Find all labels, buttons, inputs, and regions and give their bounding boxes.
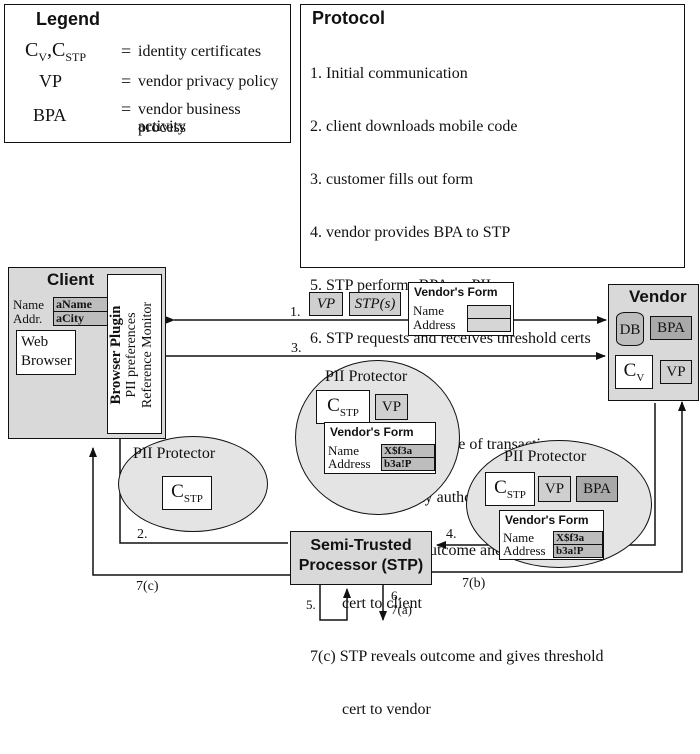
legend-symbol-bpa: BPA	[33, 105, 67, 125]
pii-center-addr-value: b3a!P	[381, 457, 435, 471]
db-label: DB	[619, 322, 641, 338]
pii-right-cert: CSTP	[485, 472, 535, 506]
reference-monitor-label: Reference Monitor	[140, 301, 155, 409]
client-title: Client	[47, 270, 95, 289]
legend-text-bpa-2: activity	[138, 118, 186, 135]
web-browser-box: Web Browser	[16, 330, 76, 375]
stp-label-1: Semi-Trusted	[310, 537, 412, 554]
msg-vendor-form: Vendor's Form Name Address	[408, 282, 514, 336]
msg-form-name: Name	[413, 303, 445, 318]
pii-right-addr-value: b3a!P	[553, 544, 603, 558]
label-2: 2.	[137, 527, 148, 542]
msg-form-title: Vendor's Form	[414, 285, 498, 299]
protocol-step: 7(c) STP reveals outcome and gives thres…	[310, 648, 604, 665]
pii-left-title: PII Protector	[133, 445, 216, 462]
pii-center-form-name: Name	[328, 443, 360, 458]
client-name-label: Name	[13, 297, 45, 312]
protocol-step: 2. client downloads mobile code	[310, 118, 518, 135]
web-browser-label-2: Browser	[21, 353, 72, 369]
label-7a: 7(a)	[391, 602, 412, 617]
arrow-7b	[432, 401, 686, 573]
label-7c: 7(c)	[136, 579, 159, 594]
browser-plugin-title: Browser Plugin	[108, 305, 124, 405]
pii-right-form-name: Name	[503, 530, 535, 545]
pii-right-form: Vendor's Form Name Address X$f3a b3a!P	[499, 510, 604, 560]
msg-stp: STP(s)	[349, 292, 401, 316]
pii-center-vp: VP	[375, 394, 408, 420]
browser-plugin-text: Browser Plugin PII preferences Reference…	[108, 275, 163, 435]
vendor-box: Vendor DB BPA CV VP	[608, 284, 699, 401]
label-7b: 7(b)	[462, 576, 486, 591]
pii-right-bpa: BPA	[576, 476, 618, 502]
legend-title: Legend	[36, 9, 101, 29]
pii-preferences-label: PII preferences	[124, 312, 139, 398]
msg-form-address: Address	[413, 317, 456, 332]
msg-form-address-field	[467, 318, 511, 332]
legend-eq-2: =	[121, 71, 132, 91]
arrow-5	[319, 584, 351, 621]
pii-center-cert: CSTP	[316, 390, 370, 424]
client-addr-value: aCity	[53, 311, 109, 326]
protocol-box: Protocol 1. Initial communication 2. cli…	[300, 4, 685, 718]
pii-center-form: Vendor's Form Name Address X$f3a b3a!P	[324, 422, 436, 474]
legend-eq-1: =	[121, 41, 132, 61]
protocol-step: 1. Initial communication	[310, 65, 468, 82]
pii-right-form-address: Address	[503, 543, 546, 558]
pii-left-cert: CSTP	[162, 476, 212, 510]
label-4: 4.	[446, 527, 457, 542]
protocol-step: cert to vendor	[310, 701, 431, 718]
label-3: 3.	[291, 341, 302, 356]
legend-symbol-vp: VP	[39, 71, 63, 91]
protocol-title: Protocol	[312, 8, 386, 28]
pii-center-title: PII Protector	[325, 368, 408, 385]
pii-center-form-title: Vendor's Form	[330, 425, 414, 439]
web-browser-label-1: Web	[21, 334, 49, 350]
db-icon: DB	[616, 312, 644, 346]
vendor-vp: VP	[660, 360, 692, 384]
pii-center-form-address: Address	[328, 456, 371, 471]
protocol-step: 3. customer fills out form	[310, 171, 474, 188]
legend-eq-3: =	[121, 99, 132, 119]
pii-center-name-value: X$f3a	[381, 444, 435, 458]
vendor-title: Vendor	[629, 287, 687, 306]
label-1: 1.	[290, 305, 301, 320]
client-name-value: aName	[53, 297, 109, 312]
connector-lines	[89, 316, 686, 621]
client-box: Client Name Addr. aName aCity Web Browse…	[8, 267, 166, 439]
client-addr-label: Addr.	[13, 311, 43, 326]
pii-right-title: PII Protector	[504, 448, 587, 465]
legend-text-certs: identity certificates	[138, 43, 262, 60]
pii-right-name-value: X$f3a	[553, 531, 603, 545]
legend-text-vp: vendor privacy policy	[138, 73, 279, 90]
label-6: 6.	[391, 588, 401, 603]
label-5: 5.	[306, 597, 316, 612]
arrow-7c	[89, 447, 290, 576]
msg-form-name-field	[467, 305, 511, 319]
legend-text-bpa: vendor business process	[138, 101, 241, 136]
stp-label-2: Processor (STP)	[298, 557, 424, 574]
protocol-step: cert to client	[310, 595, 422, 612]
msg-vp: VP	[309, 292, 343, 316]
vendor-bpa: BPA	[650, 316, 692, 340]
stp-box: Semi-Trusted Processor (STP)	[290, 531, 432, 585]
legend-symbol-certs: CV,CSTP	[25, 39, 87, 64]
protocol-step: 4. vendor provides BPA to STP	[310, 224, 511, 241]
pii-right-vp: VP	[538, 476, 571, 502]
pii-right-form-title: Vendor's Form	[505, 513, 589, 527]
vendor-cert: CV	[615, 355, 653, 389]
legend-box: Legend CV,CSTP = identity certificates V…	[4, 4, 291, 143]
browser-plugin-box: Browser Plugin PII preferences Reference…	[107, 274, 162, 434]
